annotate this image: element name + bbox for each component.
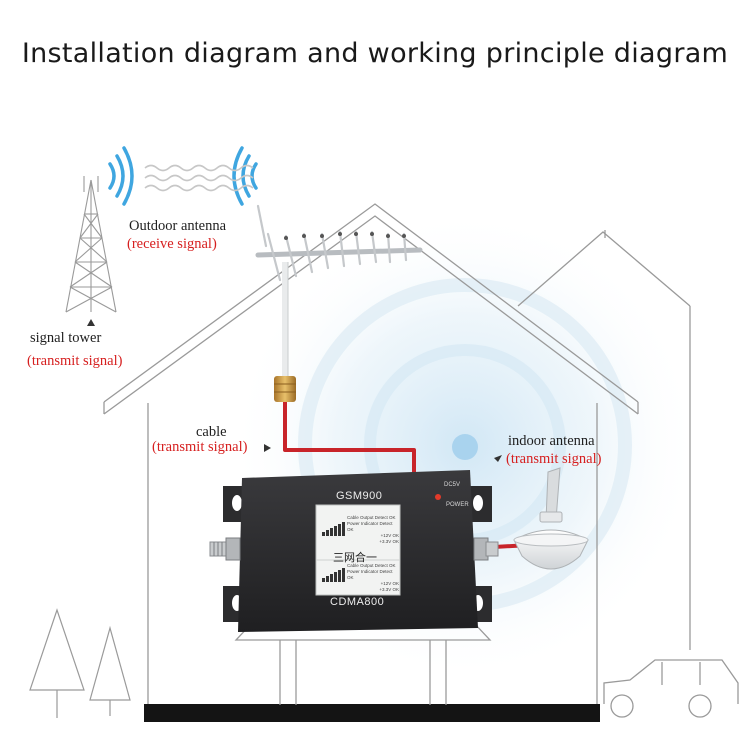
device-band-top: GSM900 xyxy=(336,490,383,502)
cable-transmit-label: (transmit signal) xyxy=(152,439,248,455)
status-line: Power Indicator Detect OK xyxy=(347,521,393,532)
status-line: Power Indicator Detect OK xyxy=(347,569,393,580)
status-line: +3.3V OK xyxy=(379,539,399,544)
tower-transmit-label: (transmit signal) xyxy=(27,353,123,369)
ground-bar xyxy=(144,704,600,722)
output-connector xyxy=(473,537,499,561)
device-dc-label: DC5V xyxy=(444,482,461,488)
input-connector xyxy=(209,537,241,561)
repeater-device xyxy=(223,470,492,632)
device-band-bottom: CDMA800 xyxy=(330,596,385,608)
cable-label: cable xyxy=(196,424,227,440)
cable-pointer xyxy=(264,444,271,452)
indoor-transmit-label: (transmit signal) xyxy=(506,451,602,467)
tree-icon xyxy=(29,608,131,718)
house-outline xyxy=(103,203,691,705)
signal-tower-icon xyxy=(65,176,117,313)
signal-transmission-icon xyxy=(144,164,254,192)
outdoor-antenna-icon xyxy=(255,204,423,402)
status-line: Cable Output Detect OK xyxy=(347,515,396,520)
device-status-bottom: Cable Output Detect OK Power Indicator D… xyxy=(347,563,399,593)
indoor-antenna-label: indoor antenna xyxy=(508,433,595,449)
indoor-antenna-pointer xyxy=(494,455,502,462)
signal-tower-label: signal tower xyxy=(30,330,102,346)
outdoor-antenna-label: Outdoor antenna xyxy=(129,218,227,234)
car-icon xyxy=(603,659,739,718)
page-title: Installation diagram and working princip… xyxy=(21,38,729,69)
receive-signal-label: (receive signal) xyxy=(127,236,217,252)
device-center-text: 三网合一 xyxy=(333,551,377,564)
status-line: +12V OK xyxy=(380,533,399,538)
status-line: +12V OK xyxy=(380,581,399,586)
status-line: Cable Output Detect OK xyxy=(347,563,396,568)
indoor-antenna-icon xyxy=(513,467,589,570)
status-line: +3.3V OK xyxy=(379,587,399,592)
signal-wave-icon xyxy=(108,146,258,206)
tower-pointer xyxy=(87,319,95,326)
device-status-top: Cable Output Detect OK Power Indicator D… xyxy=(347,515,399,545)
device-power-label: POWER xyxy=(446,502,469,508)
